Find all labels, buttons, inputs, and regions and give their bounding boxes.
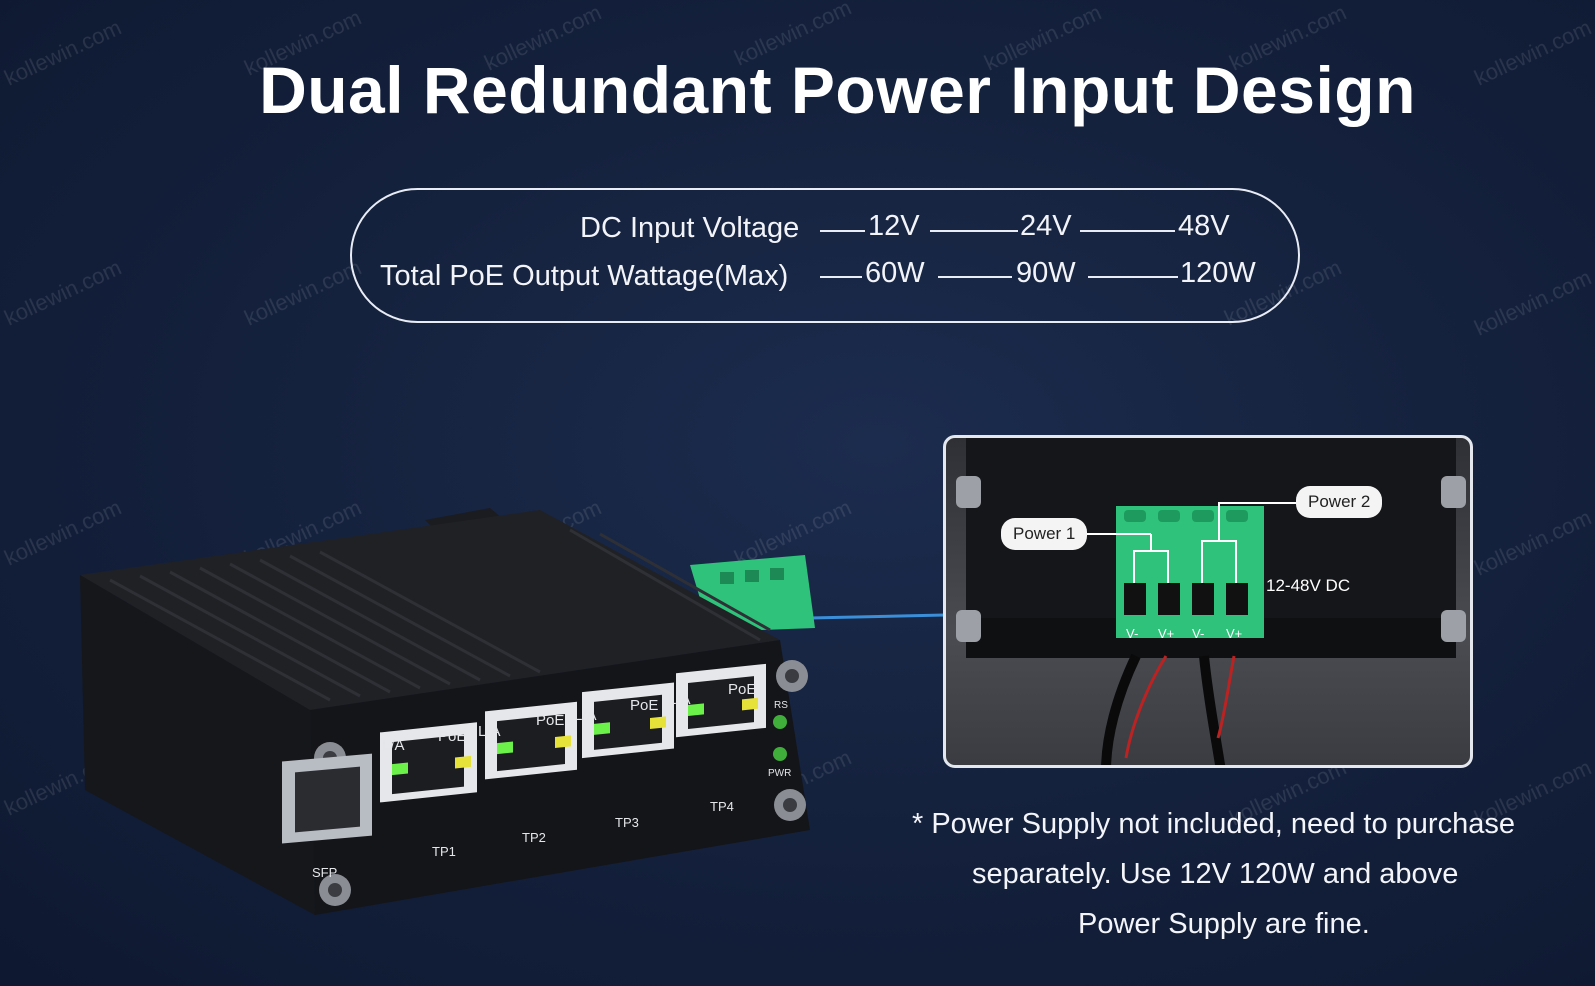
note-line-2: separately. Use 12V 120W and above (972, 858, 1459, 890)
port-label-tp2: TP2 (522, 830, 546, 845)
pwr-label: PWR (768, 768, 791, 779)
poe-label: PoE (536, 712, 564, 729)
voltage-value: 24V (1020, 210, 1072, 242)
wattage-label: Total PoE Output Wattage(Max) (380, 260, 789, 292)
switch-side (80, 575, 315, 915)
voltage-value: 12V (868, 210, 920, 242)
watermark: kollewin.com (1470, 504, 1595, 581)
terminal-label: V+ (1158, 626, 1175, 641)
terminal-inset: Power 1 Power 2 12-48V DC V- V+ V- V+ (943, 435, 1473, 768)
terminal-inset-image (956, 438, 1466, 765)
sfp-label: SFP (312, 865, 337, 880)
note-line-1: * Power Supply not included, need to pur… (912, 808, 1515, 840)
watermark: kollewin.com (0, 254, 126, 331)
la-label: L/A (478, 723, 501, 740)
spec-box: DC Input Voltage Total PoE Output Wattag… (350, 188, 1300, 323)
ethernet-switch-image: L/A PoE L/A PoE L/A PoE L/A PoE TP1 TP2 … (80, 508, 946, 915)
connector-line (1080, 230, 1175, 232)
la-label: L/A (574, 707, 597, 724)
voltage-label: DC Input Voltage (580, 212, 800, 244)
pwr-led (773, 747, 787, 761)
connector-line (1088, 276, 1178, 278)
poe-label: PoE (728, 681, 756, 698)
connector-line (938, 276, 1012, 278)
la-label: L/A (382, 737, 405, 754)
wattage-value: 90W (1016, 257, 1076, 289)
watermark: kollewin.com (240, 254, 366, 331)
poe-label: PoE (630, 697, 658, 714)
port-label-tp1: TP1 (432, 844, 456, 859)
note-line-3: Power Supply are fine. (1078, 908, 1370, 940)
rj45-ports (380, 663, 766, 803)
connector-line (820, 230, 865, 232)
heat-fins (109, 528, 771, 702)
page-title: Dual Redundant Power Input Design (259, 53, 1416, 127)
la-label: L/A (668, 691, 691, 708)
connector-line (930, 230, 1018, 232)
power-2-callout: Power 2 (1296, 486, 1383, 518)
port-leds (392, 697, 758, 776)
terminal-label: V+ (1226, 626, 1243, 641)
power-1-callout: Power 1 (1001, 518, 1088, 550)
terminal-label: V- (1126, 626, 1139, 641)
voltage-value: 48V (1178, 210, 1230, 242)
voltage-range-label: 12-48V DC (1266, 576, 1351, 595)
connector-line (820, 276, 862, 278)
blue-cable (809, 613, 946, 620)
poe-label: PoE (438, 728, 466, 745)
rs-led (773, 715, 787, 729)
terminal-label: V- (1192, 626, 1205, 641)
port-label-tp3: TP3 (615, 815, 639, 830)
wattage-value: 120W (1180, 257, 1256, 289)
watermark: kollewin.com (1470, 264, 1595, 341)
port-label-tp4: TP4 (710, 799, 734, 814)
wattage-value: 60W (865, 257, 925, 289)
rs-label: RS (774, 700, 788, 711)
